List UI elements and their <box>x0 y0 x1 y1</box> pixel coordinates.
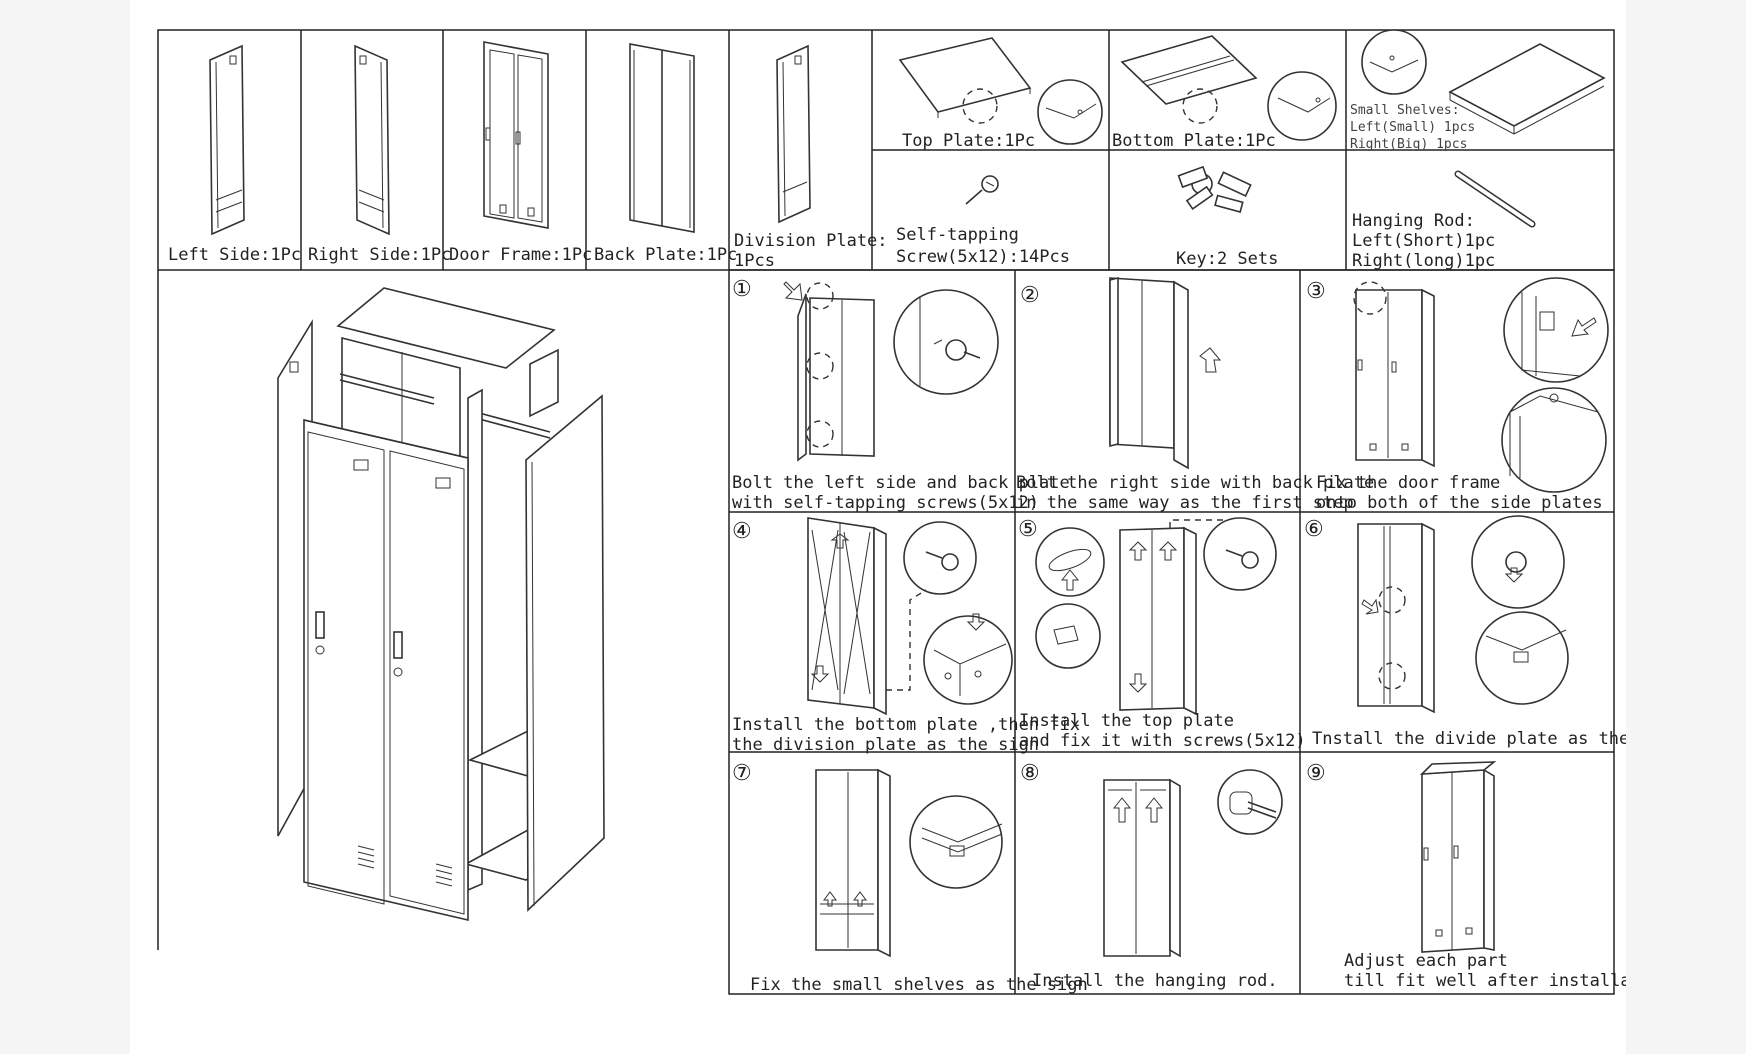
part-label-hanging-rod-line1: Hanging Rod: <box>1352 211 1475 231</box>
part-label-hanging-rod-line2: Left(Short)1pc <box>1352 231 1495 251</box>
hanging-rod-part-illustration <box>1454 170 1536 228</box>
step-9-number: ⑨ <box>1306 761 1326 786</box>
part-label-small-shelves-line3: Right(Big) 1pcs <box>1350 137 1467 152</box>
steps-grid <box>728 269 1615 995</box>
step-5-caption-line1: Install the top plate <box>1019 711 1234 731</box>
step-4-number: ④ <box>732 519 752 544</box>
step-4-illustration <box>807 517 1013 716</box>
step-1-illustration <box>783 281 999 462</box>
step-6-illustration <box>1357 515 1569 714</box>
step-9-illustration <box>1419 761 1497 953</box>
part-label-right-side: Right Side:1Pc <box>308 245 451 265</box>
step-7-caption-line1: Fix the small shelves as the sign <box>750 975 1088 995</box>
part-label-top-plate: Top Plate:1Pc <box>902 131 1035 151</box>
assembly-diagram: Left Side:1Pc Right Side:1Pc Door Frame:… <box>157 29 1626 995</box>
step-8-caption-line1: Install the hanging rod. <box>1032 971 1278 991</box>
step-5-number: ⑤ <box>1018 517 1038 542</box>
part-label-screw-line1: Self-tapping <box>896 225 1019 245</box>
small-shelves-part-illustration <box>1361 29 1606 135</box>
part-label-door-frame: Door Frame:1Pc <box>449 245 592 265</box>
back-plate-part-illustration <box>629 43 695 233</box>
step-4-caption-line1: Install the bottom plate ,then fix <box>732 715 1080 735</box>
step-9-caption-line2: till fit well after installation. <box>1344 971 1626 991</box>
step-3-number: ③ <box>1306 279 1326 304</box>
step-4-caption-line2: the division plate as the sign <box>732 735 1039 755</box>
top-plate-part-illustration <box>898 37 1103 145</box>
step-3-caption-line2: onto both of the side plates <box>1316 493 1603 513</box>
part-label-bottom-plate: Bottom Plate:1Pc <box>1112 131 1276 151</box>
step-3-illustration <box>1353 277 1609 493</box>
step-2-caption-line2: in the same way as the first step <box>1016 493 1354 513</box>
bottom-plate-part-illustration <box>1120 35 1337 141</box>
step-8-number: ⑧ <box>1020 761 1040 786</box>
left-side-part-illustration <box>209 44 245 236</box>
step-8-illustration <box>1103 769 1283 958</box>
step-2-number: ② <box>1020 283 1040 308</box>
screw-part-illustration <box>965 175 999 205</box>
step-3-caption-line1: Fix the door frame <box>1316 473 1500 493</box>
part-label-screw-line2: Screw(5x12):14Pcs <box>896 247 1070 267</box>
part-label-small-shelves-line2: Left(Small) 1pcs <box>1350 120 1475 135</box>
part-label-division-plate-line2: 1Pcs <box>734 251 775 271</box>
instruction-sheet: Left Side:1Pc Right Side:1Pc Door Frame:… <box>130 0 1626 1054</box>
step-5-illustration <box>1035 517 1277 716</box>
step-7-number: ⑦ <box>732 761 752 786</box>
part-label-back-plate: Back Plate:1Pc <box>594 245 737 265</box>
part-label-key: Key:2 Sets <box>1176 249 1278 269</box>
part-label-left-side: Left Side:1Pc <box>168 245 301 265</box>
part-label-small-shelves-line1: Small Shelves: <box>1350 103 1460 118</box>
right-side-part-illustration <box>354 44 390 236</box>
step-1-caption-line2: with self-tapping screws(5x12) <box>732 493 1039 513</box>
key-part-illustration <box>1177 165 1252 213</box>
part-label-division-plate-line1: Division Plate: <box>734 231 888 251</box>
step-7-illustration <box>815 768 1003 958</box>
exploded-cabinet-view <box>157 270 605 950</box>
step-1-caption-line1: Bolt the left side and back plate <box>732 473 1070 493</box>
step-9-caption-line1: Adjust each part <box>1344 951 1508 971</box>
step-6-caption-line1: Tnstall the divide plate as the sign. <box>1312 729 1626 749</box>
step-6-number: ⑥ <box>1304 517 1324 542</box>
step-1-number: ① <box>732 277 752 302</box>
step-2-caption-line1: Bolt the right side with back plate <box>1016 473 1374 493</box>
step-2-illustration <box>1109 276 1222 470</box>
step-5-caption-line2: and fix it with screws(5x12) <box>1019 731 1306 751</box>
part-label-hanging-rod-line3: Right(long)1pc <box>1352 251 1495 271</box>
door-frame-part-illustration <box>483 41 549 229</box>
division-plate-part-illustration <box>776 44 811 224</box>
